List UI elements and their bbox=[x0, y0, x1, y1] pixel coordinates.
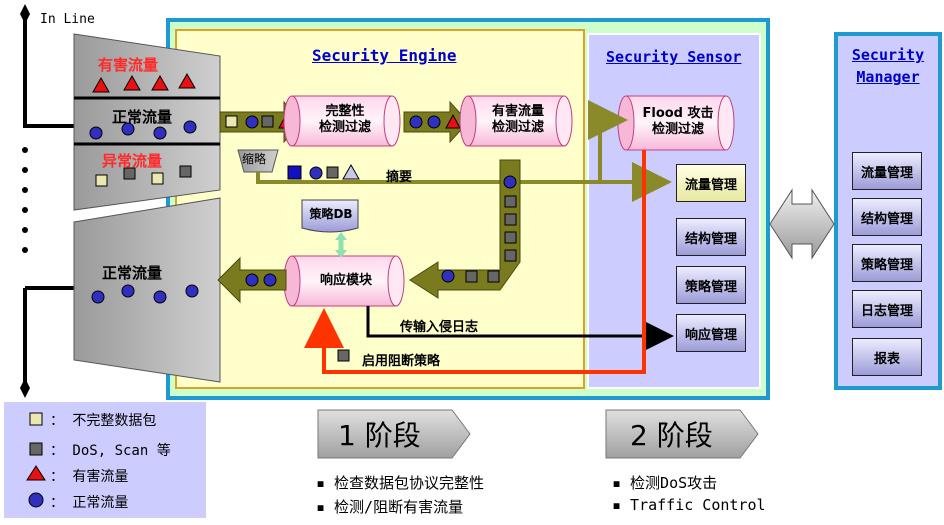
dos-scan-icon bbox=[29, 442, 43, 456]
response-module-cylinder bbox=[283, 255, 405, 307]
arrow-down-to-response bbox=[409, 159, 521, 299]
sensor-manager-double-arrow bbox=[769, 188, 835, 260]
stage1-bullet-2: ▪ 检测/阻断有害流量 bbox=[316, 498, 464, 516]
intrusion-log-label: 传输入侵日志 bbox=[400, 320, 479, 335]
response-module-label: 响应模块 bbox=[319, 273, 372, 288]
manager-box-traffic[interactable]: 流量管理 bbox=[852, 152, 922, 190]
legend-harmful-text: ： 有害流量 bbox=[50, 469, 129, 485]
intrusion-log-line bbox=[366, 306, 674, 351]
flood-filter-label: Flood 攻击 检测过滤 bbox=[642, 106, 714, 137]
stage2-label: 2 阶段 bbox=[630, 419, 713, 452]
flood-filter-cylinder bbox=[617, 95, 735, 151]
inline-line bbox=[20, 4, 80, 398]
integrity-filter-cylinder bbox=[283, 95, 401, 147]
sensor-box-policy[interactable]: 策略管理 bbox=[676, 266, 746, 304]
summary-source-label: 缩略 bbox=[242, 152, 267, 166]
integrity-filter-label: 完整性 检测过滤 bbox=[318, 104, 371, 135]
legend-incomplete-text: ： 不完整数据包 bbox=[50, 413, 157, 429]
arrow-out-to-funnel bbox=[217, 256, 287, 304]
stage2-arrow bbox=[605, 409, 759, 459]
sensor-box-structure[interactable]: 结构管理 bbox=[676, 218, 746, 256]
manager-box-policy[interactable]: 策略管理 bbox=[852, 244, 922, 282]
funnel-bottom-normal-label: 正常流量 bbox=[102, 264, 163, 282]
incomplete-packet-icon bbox=[29, 412, 43, 426]
policy-db-label: 策略DB bbox=[309, 207, 353, 221]
sensor-box-traffic[interactable]: 流量管理 bbox=[676, 164, 746, 202]
policy-db bbox=[301, 199, 359, 258]
funnel-abnormal-label: 异常流量 bbox=[102, 152, 163, 170]
engine-panel bbox=[175, 29, 585, 389]
summary-label: 摘要 bbox=[386, 170, 413, 185]
funnel-harmful-triangles bbox=[92, 72, 196, 93]
stage2-bullet-2: ▪ Traffic Control bbox=[612, 496, 766, 514]
manager-box-structure[interactable]: 结构管理 bbox=[852, 198, 922, 236]
stage1-arrow bbox=[317, 409, 471, 459]
funnel-bottom-dots bbox=[91, 284, 199, 304]
harmful-filter-cylinder bbox=[459, 95, 573, 147]
sensor-title[interactable]: Security Sensor bbox=[606, 48, 742, 66]
manager-title[interactable]: Security Manager bbox=[851, 46, 925, 86]
legend-normal-text: ： 正常流量 bbox=[50, 495, 129, 511]
funnel-harmful-label: 有害流量 bbox=[98, 56, 159, 74]
manager-box-report[interactable]: 报表 bbox=[852, 338, 922, 376]
funnel-bottom bbox=[73, 197, 221, 383]
harmful-traffic-icon bbox=[26, 465, 46, 481]
legend-dos-text: ： DoS, Scan 等 bbox=[50, 443, 171, 459]
stage1-bullet-1: ▪ 检查数据包协议完整性 bbox=[316, 474, 485, 492]
arrow-between-filters bbox=[403, 100, 469, 144]
manager-box-log[interactable]: 日志管理 bbox=[852, 290, 922, 328]
stage1-label: 1 阶段 bbox=[338, 419, 421, 452]
normal-traffic-icon bbox=[28, 492, 44, 508]
inline-label: In Line bbox=[40, 12, 95, 27]
funnel-normal-label: 正常流量 bbox=[112, 108, 173, 126]
harmful-filter-label: 有害流量 检测过滤 bbox=[491, 104, 544, 135]
sensor-box-response[interactable]: 响应管理 bbox=[676, 314, 746, 352]
block-policy-line bbox=[304, 150, 646, 374]
stage2-bullet-1: ▪ 检测DoS攻击 bbox=[612, 474, 718, 492]
summary-trapezoid bbox=[237, 149, 279, 173]
block-policy-label: 启用阻断策略 bbox=[362, 354, 441, 369]
funnel-normal-dots bbox=[89, 120, 197, 140]
summary-line bbox=[256, 162, 672, 202]
funnel-abnormal-squares bbox=[95, 165, 192, 187]
engine-title[interactable]: Security Engine bbox=[312, 46, 457, 65]
